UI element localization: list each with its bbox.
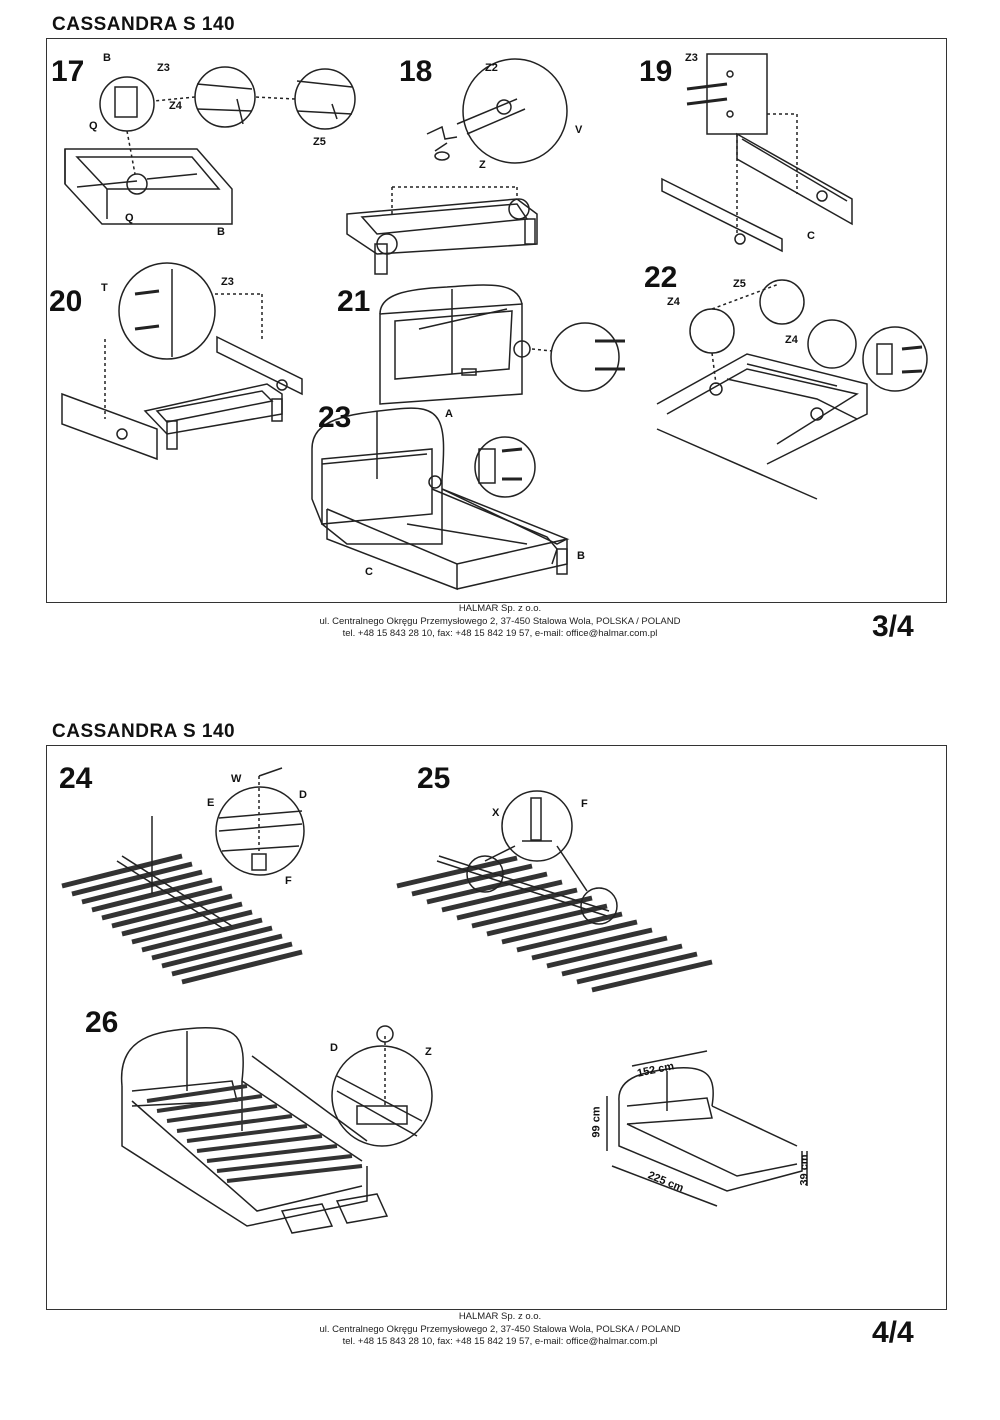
- part-label: Z4: [785, 334, 798, 346]
- part-label: A: [445, 408, 453, 420]
- step-24-drawing: [61, 853, 303, 985]
- step-21-drawing: [379, 284, 625, 405]
- part-label: E: [207, 797, 215, 809]
- part-label: Z3: [685, 52, 698, 64]
- part-label: F: [285, 875, 292, 887]
- step-number: 25: [417, 762, 451, 795]
- part-label: Q: [125, 212, 134, 224]
- footer-company: HALMAR Sp. z o.o.: [458, 603, 542, 614]
- dimension-height: 99 cm: [590, 1106, 603, 1138]
- part-label: D: [330, 1042, 338, 1054]
- footer-contact: tel. +48 15 843 28 10, fax: +48 15 842 1…: [342, 1336, 658, 1347]
- footer-company: HALMAR Sp. z o.o.: [458, 1311, 542, 1322]
- part-label: T: [101, 282, 108, 294]
- page-number: 4/4: [872, 1316, 914, 1349]
- part-label: B: [217, 226, 225, 238]
- step-number: 17: [51, 55, 85, 88]
- dimension-drawing: [606, 1050, 808, 1207]
- footer-contact: tel. +48 15 843 28 10, fax: +48 15 842 1…: [342, 628, 658, 639]
- step-number: 18: [399, 55, 433, 88]
- part-label: Z2: [485, 62, 498, 74]
- instruction-panel-page-4: 24 25 26 W E D F X F D Z 152 cm 99 cm 22…: [46, 745, 947, 1310]
- part-label: F: [581, 798, 588, 810]
- step-25-detail: [436, 790, 618, 925]
- assembly-illustrations-page-3: [61, 53, 928, 591]
- part-label: Z: [425, 1046, 432, 1058]
- part-label: Z5: [313, 136, 326, 148]
- step-number: 24: [59, 762, 93, 795]
- part-label: Z: [479, 159, 486, 171]
- footer-address: ul. Centralnego Okręgu Przemysłowego 2, …: [319, 1323, 681, 1335]
- step-number: 22: [644, 261, 678, 294]
- step-26-detail: [280, 1025, 433, 1234]
- dimension-leg-height: 39 cm: [798, 1154, 811, 1186]
- step-number: 19: [639, 55, 673, 88]
- part-label: Z3: [221, 276, 234, 288]
- page-title: CASSANDRA S 140: [52, 721, 236, 742]
- instruction-panel-page-3: 17 18 19 20 21 22 23 B Z3 Z4 Q Z5 Q B Z2…: [46, 38, 947, 603]
- assembly-illustrations-page-4: [61, 767, 808, 1234]
- step-26-slats: [146, 1084, 363, 1183]
- step-24-detail: [116, 767, 305, 932]
- step-number: 26: [85, 1006, 119, 1039]
- step-20-drawing: [61, 262, 303, 461]
- step-22-drawing: [656, 279, 928, 500]
- part-label: V: [575, 124, 583, 136]
- page-number: 3/4: [872, 610, 914, 643]
- part-label: W: [231, 773, 242, 785]
- part-label: C: [807, 230, 815, 242]
- part-label: Z4: [169, 100, 182, 112]
- step-number: 23: [318, 401, 352, 434]
- part-label: B: [103, 52, 111, 64]
- part-label: Z5: [733, 278, 746, 290]
- footer-address: ul. Centralnego Okręgu Przemysłowego 2, …: [319, 615, 681, 627]
- part-label: D: [299, 789, 307, 801]
- part-label: X: [492, 807, 500, 819]
- step-19-drawing: [661, 53, 853, 253]
- footer-page-4: HALMAR Sp. z o.o. ul. Centralnego Okręgu…: [0, 1311, 1000, 1349]
- step-18-drawing: [346, 58, 568, 275]
- step-17-drawing: [64, 66, 356, 225]
- step-number: 21: [337, 285, 371, 318]
- step-26-drawing: [120, 1027, 368, 1227]
- step-number: 20: [49, 285, 83, 318]
- part-label: C: [365, 566, 373, 578]
- step-23-drawing: [311, 407, 570, 591]
- part-label: Z4: [667, 296, 680, 308]
- part-label: B: [577, 550, 585, 562]
- page-title: CASSANDRA S 140: [52, 14, 236, 35]
- part-label: Z3: [157, 62, 170, 74]
- step-25-drawing: [396, 855, 713, 993]
- footer-page-3: HALMAR Sp. z o.o. ul. Centralnego Okręgu…: [0, 603, 1000, 641]
- part-label: Q: [89, 120, 98, 132]
